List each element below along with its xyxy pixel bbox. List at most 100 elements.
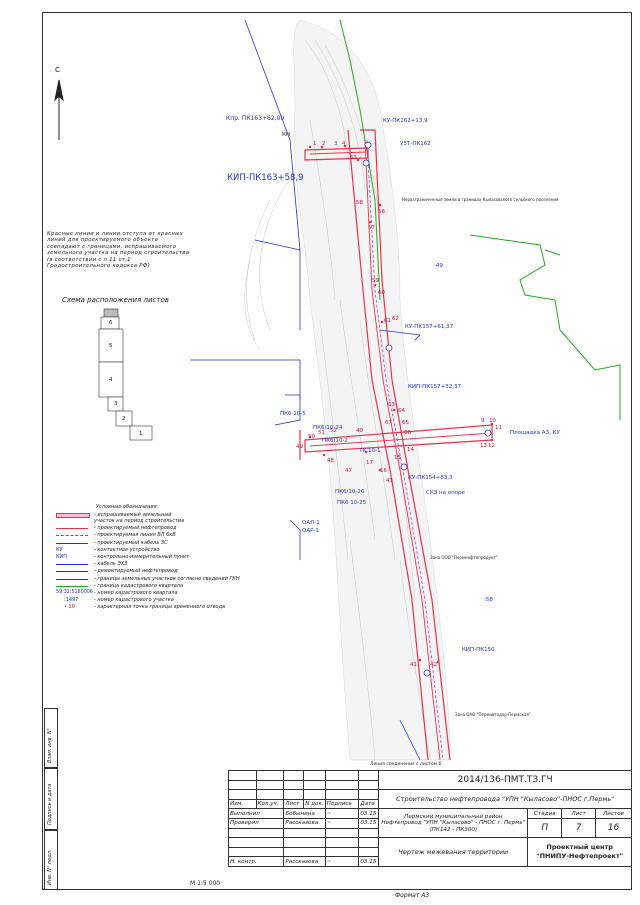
legend-text: - проектируемая линия ВЛ 6кВ	[94, 532, 176, 539]
point-number: 64	[398, 408, 405, 414]
legend-item: 59:32:5160006 - номер кадастрового кварт…	[56, 590, 178, 597]
name-nkontr: Рассказова	[283, 856, 326, 867]
point-number: 56	[378, 209, 385, 215]
point-number: 10	[489, 418, 496, 424]
point-number: 12	[488, 443, 495, 449]
sheet-title: Чертеж межевания территории	[378, 837, 529, 867]
legend-sym-kvartal	[56, 585, 88, 587]
legend-item: - проектируемый нефтепровод	[56, 525, 177, 532]
point-number: 61	[384, 318, 391, 324]
legend-text: - граница кадастрового квартала	[94, 582, 184, 589]
legend-sym-gkn	[56, 578, 88, 580]
point-number: 53	[350, 155, 357, 161]
legend-sym-boundary	[56, 513, 90, 519]
legend-sym-kad-part: :1497	[64, 597, 79, 604]
date-nkontr: 03.15	[358, 856, 380, 867]
label-zona-ooo: Зона ООО "Пермнефтепродукт"	[430, 555, 498, 560]
point-number: 57	[368, 225, 375, 231]
pipeline	[309, 139, 493, 761]
legend: Условные обозначения: - испрашиваемый зе…	[56, 504, 240, 611]
legend-item: КИП - контрольно-измерительный пункт	[56, 554, 189, 561]
side-vzam-text: Взам. инв. N°	[47, 728, 53, 763]
side-vzam: Взам. инв. N°	[44, 708, 58, 768]
legend-text: - демонтируемый нефтепровод	[94, 568, 178, 575]
schema-sheet-3: 3	[114, 401, 118, 407]
point-number: 58	[356, 200, 363, 206]
legend-title: Условные обозначения:	[96, 504, 159, 510]
devices	[362, 141, 492, 677]
legend-text: - контактное устройство	[94, 546, 160, 553]
schema-sheet-2: 2	[122, 416, 126, 422]
legend-sym-point: • 10	[64, 604, 75, 611]
signature-2: ~	[324, 817, 360, 829]
point-number: 17	[366, 460, 373, 466]
kvartal-boundary	[339, 19, 621, 420]
name-vypolnil: Бобынина	[283, 808, 326, 819]
gkn-boundaries	[190, 19, 421, 761]
stage-value: П	[527, 817, 563, 839]
point-number: 47	[345, 468, 352, 474]
legend-text: - номер кадастрового квартала	[94, 589, 178, 596]
legend-ku-label: КУ	[56, 546, 63, 553]
point-number: 51	[318, 430, 325, 436]
legend-sym-demont	[56, 571, 88, 573]
hdr-podpis: Подпись	[324, 798, 360, 810]
date-proveril: 03.15	[358, 817, 380, 829]
legend-item: КУ - контактное устройство	[56, 546, 160, 554]
side-inv-text: Инв. N° подл.	[47, 849, 53, 885]
project-name: Строительство нефтепровода "УПН "Кыласов…	[378, 789, 632, 810]
label-skz: СКЗ на опоре	[426, 490, 465, 496]
schema-sheet-6: 6	[109, 320, 113, 326]
point-number: 41	[410, 662, 417, 668]
point-number: 63	[388, 402, 395, 408]
scale-label: М 1:5 000	[190, 880, 221, 887]
point-number: 59	[372, 278, 379, 284]
legend-text: - проектируемый кабель ЗС	[94, 539, 168, 546]
terrain-contours	[244, 19, 451, 761]
sheets-value: 16	[595, 817, 632, 839]
label-uzt: УЗТ-ПК162	[400, 141, 431, 147]
point-number: 52	[330, 428, 337, 434]
point-number: 50	[308, 434, 315, 440]
legend-sym-pipeline	[56, 528, 88, 530]
label-pk6-10-24: ПК6/10-24	[313, 425, 343, 431]
object-block: Пермский муниципальный район Нефтепровод…	[378, 808, 529, 839]
point-number: 62	[392, 316, 399, 322]
signature-1: ~	[324, 808, 360, 819]
label-liniya: Линия соединения с листом 6	[370, 762, 442, 767]
label-ps10-1: ПС10-1	[360, 448, 381, 454]
north-arrow	[54, 79, 64, 140]
doc-code: 2014/136-ПМТ.ТЗ.ГЧ	[378, 769, 632, 791]
side-inv: Инв. N° подл.	[44, 830, 58, 890]
point-number: 43	[386, 478, 393, 484]
legend-text: - проектируемый нефтепровод	[94, 525, 177, 532]
label-kip-150: КИП-ПК150	[462, 647, 495, 653]
schema-sheet-4: 4	[109, 377, 113, 383]
point-number: 16	[380, 468, 387, 474]
point-number: 66	[404, 430, 411, 436]
label-kip-157: КИП-ПК157+32,37	[408, 384, 462, 390]
legend-text: - контрольно-измерительный пункт	[94, 553, 189, 560]
point-number: 60	[378, 290, 385, 296]
org-line-1: Проектный центр	[546, 843, 613, 852]
legend-sym-vl	[56, 535, 88, 537]
legend-text: - границы земельных участков согласно св…	[94, 575, 240, 582]
legend-text: - характерная точка границы временного о…	[94, 604, 226, 611]
sheet-schema	[98, 308, 153, 441]
legend-item: - испрашиваемый земельный участок на пер…	[56, 512, 184, 525]
legend-sym-kip: КИП	[56, 554, 88, 561]
sheets-header: Листов	[595, 808, 632, 819]
title-block-table: 2014/136-ПМТ.ТЗ.ГЧ Строительство нефтепр…	[227, 769, 632, 867]
schema-title: Схема расположения листов	[62, 296, 169, 304]
legend-kip-label: КИП	[56, 553, 68, 560]
label-zemli: Неразграниченные земли в границах Кыласо…	[402, 197, 559, 202]
label-kn: КН	[282, 132, 291, 138]
label-kip-163: КИП-ПК163+58,9	[227, 173, 304, 183]
legend-item: - проектируемый кабель ЗС	[56, 540, 168, 547]
sheet-value: 7	[561, 817, 597, 839]
legend-sym-ehz	[56, 564, 88, 566]
legend-item: - проектируемая линия ВЛ 6кВ	[56, 532, 176, 539]
role-vypolnil: Выполнил	[227, 808, 285, 819]
legend-text: - испрашиваемый земельный участок на пер…	[94, 512, 185, 525]
